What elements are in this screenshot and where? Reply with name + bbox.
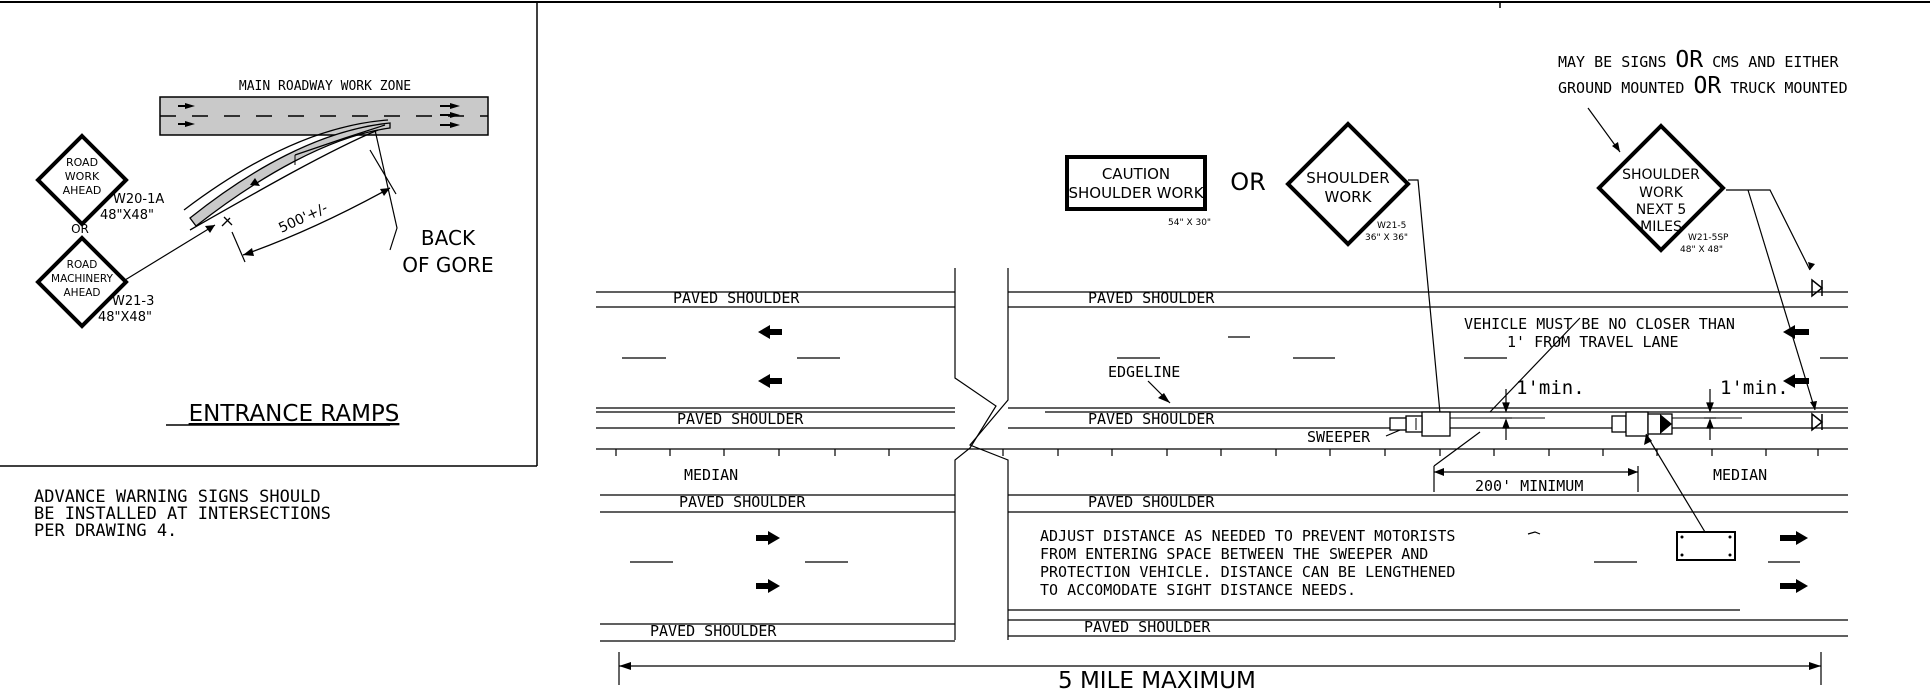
sign2-line2: MACHINERY [51, 273, 113, 285]
min-200-label: 200' MINIMUM [1475, 477, 1583, 495]
adjust-note-line4: TO ACCOMODATE SIGHT DISTANCE NEEDS. [1040, 581, 1356, 599]
dim-200-minimum [1433, 431, 1639, 492]
next5-size: 48" X 48" [1680, 245, 1723, 255]
svg-text:MAY BE SIGNS OR CMS AND EITHER: MAY BE SIGNS OR CMS AND EITHER [1558, 47, 1840, 73]
adjust-note-line2: FROM ENTERING SPACE BETWEEN THE SWEEPER … [1040, 545, 1428, 563]
protection-vehicle [1611, 411, 1742, 437]
advance-note-line1: ADVANCE WARNING SIGNS SHOULD [34, 487, 321, 507]
median-right: MEDIAN [1713, 466, 1767, 484]
sign1-line3: AHEAD [63, 184, 102, 197]
sign2-line3: AHEAD [64, 287, 101, 299]
paved-shoulder-1: PAVED SHOULDER [673, 289, 800, 307]
shoulder-sign-size: 36" X 36" [1365, 233, 1408, 243]
caution-line1: CAUTION [1102, 165, 1170, 183]
one-ft-markers [1500, 389, 1716, 440]
next5-line2: WORK [1639, 185, 1684, 201]
paved-shoulder-2: PAVED SHOULDER [1088, 289, 1215, 307]
vehicle-note-line1: VEHICLE MUST BE NO CLOSER THAN [1464, 315, 1735, 333]
sign1-code: W20-1A [113, 192, 164, 207]
sign-leaders [1408, 179, 1816, 414]
traffic-arrows [756, 325, 1809, 593]
or-big: OR [1230, 168, 1266, 196]
caution-size: 54" X 30" [1168, 218, 1211, 228]
advance-note-line3: PER DRAWING 4. [34, 521, 177, 541]
median-left: MEDIAN [684, 466, 738, 484]
sign2-line1: ROAD [67, 259, 98, 271]
next5-line3: NEXT 5 [1636, 202, 1687, 218]
road-labels: PAVED SHOULDER PAVED SHOULDER PAVED SHOU… [650, 289, 1789, 690]
sign2-size: 48"X48" [98, 310, 152, 325]
shoulder-sign-line1: SHOULDER [1306, 169, 1389, 187]
sign1-line2: WORK [65, 170, 100, 183]
shoulder-sign-code: W21-5 [1377, 221, 1406, 231]
cms-board [1676, 531, 1736, 561]
paved-shoulder-8: PAVED SHOULDER [1084, 618, 1211, 636]
sweeper-vehicle [1389, 411, 1545, 437]
inset-title: ENTRANCE RAMPS [189, 401, 400, 427]
shoulder-sign-line2: WORK [1325, 188, 1373, 206]
caution-shoulder-work-sign: CAUTION SHOULDER WORK [1065, 155, 1207, 211]
next5-code: W21-5SP [1688, 233, 1729, 243]
shoulder-work-next-5-miles-sign: SHOULDER WORK NEXT 5 MILES [1596, 123, 1726, 253]
next5-line1: SHOULDER [1622, 167, 1700, 183]
sign1-size: 48"X48" [100, 208, 154, 223]
caution-line2: SHOULDER WORK [1068, 184, 1204, 202]
inset-entrance-ramps: MAIN ROADWAY WORK ZONE ROAD WORK AHEAD W… [35, 79, 494, 427]
cms-note: MAY BE SIGNS OR CMS AND EITHER GROUND MO… [1558, 47, 1848, 99]
advance-note-line2: BE INSTALLED AT INTERSECTIONS [34, 504, 331, 524]
paved-shoulder-5: PAVED SHOULDER [679, 493, 806, 511]
next5-line4: MILES [1640, 219, 1682, 235]
back-of-gore-line2: OF GORE [402, 253, 493, 277]
svg-text:GROUND MOUNTED OR TRUCK MOUNTE: GROUND MOUNTED OR TRUCK MOUNTED [1558, 73, 1848, 99]
sign2-code: W21-3 [112, 294, 154, 309]
sign1-line1: ROAD [66, 156, 98, 169]
paved-shoulder-3: PAVED SHOULDER [677, 410, 804, 428]
dim-5-mile [618, 652, 1822, 685]
sweeper-label: SWEEPER [1307, 428, 1371, 446]
one-ft-min-2: 1'min. [1720, 377, 1789, 399]
road-work-ahead-sign: ROAD WORK AHEAD [35, 133, 129, 227]
vehicle-note-line2: 1' FROM TRAVEL LANE [1507, 333, 1679, 351]
adjust-note-line1: ADJUST DISTANCE AS NEEDED TO PREVENT MOT… [1040, 527, 1455, 545]
paved-shoulder-4: PAVED SHOULDER [1088, 410, 1215, 428]
paved-shoulder-7: PAVED SHOULDER [650, 622, 777, 640]
advance-warning-note: ADVANCE WARNING SIGNS SHOULD BE INSTALLE… [34, 487, 331, 541]
back-of-gore-line1: BACK [421, 226, 476, 250]
adjust-note-line3: PROTECTION VEHICLE. DISTANCE CAN BE LENG… [1040, 563, 1455, 581]
one-ft-min-1: 1'min. [1516, 377, 1585, 399]
median-ticks [615, 449, 1819, 456]
edgeline-label: EDGELINE [1108, 363, 1180, 381]
five-mile-label: 5 MILE MAXIMUM [1058, 668, 1256, 690]
inset-or-label: OR [71, 222, 89, 236]
shoulder-work-sign: SHOULDER WORK [1285, 121, 1411, 247]
sign-stands [1811, 278, 1824, 432]
sheet-frame [0, 1, 1930, 467]
roadway-lines [596, 268, 1848, 642]
road-machinery-ahead-sign: ROAD MACHINERY AHEAD [35, 235, 129, 329]
work-zone-label: MAIN ROADWAY WORK ZONE [239, 79, 411, 94]
paved-shoulder-6: PAVED SHOULDER [1088, 493, 1215, 511]
